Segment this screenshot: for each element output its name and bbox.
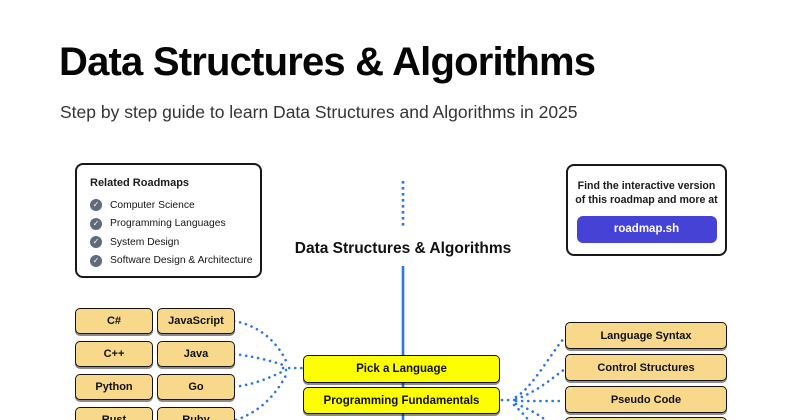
interactive-version-card: Find the interactive version of this roa… xyxy=(566,164,727,256)
roadmap-sh-button[interactable]: roadmap.sh xyxy=(576,216,717,243)
fundamentals-connectors xyxy=(500,335,567,420)
related-roadmap-label: Programming Languages xyxy=(110,218,226,229)
check-circle-icon xyxy=(90,217,102,230)
related-roadmap-label: System Design xyxy=(110,236,180,248)
language-node-cpp[interactable]: C++ xyxy=(75,341,153,367)
topic-node-pseudo-code[interactable]: Pseudo Code xyxy=(565,386,727,413)
related-roadmap-item-software-design-architecture[interactable]: Software Design & Architecture xyxy=(90,254,253,267)
check-circle-icon xyxy=(90,199,102,211)
page-title: Data Structures & Algorithms xyxy=(59,40,596,84)
language-node-rust[interactable]: Rust xyxy=(75,407,153,420)
check-circle-icon xyxy=(90,254,102,267)
interactive-version-text-line1: Find the interactive version xyxy=(577,180,716,192)
language-node-ruby[interactable]: Ruby xyxy=(157,407,235,420)
related-roadmap-item-programming-languages[interactable]: Programming Languages xyxy=(90,217,248,230)
main-node-programming-fundamentals[interactable]: Programming Fundamentals xyxy=(303,387,500,414)
interactive-version-text-line2: of this roadmap and more at xyxy=(575,194,718,206)
related-roadmap-item-system-design[interactable]: System Design xyxy=(90,236,248,248)
check-circle-icon xyxy=(90,236,102,248)
related-roadmap-item-computer-science[interactable]: Computer Science xyxy=(90,199,248,211)
related-roadmaps-card: Related Roadmaps Computer Science Progra… xyxy=(75,163,262,278)
page-subtitle: Step by step guide to learn Data Structu… xyxy=(60,102,578,122)
related-roadmaps-title: Related Roadmaps xyxy=(90,177,190,189)
language-node-java[interactable]: Java xyxy=(157,341,235,367)
language-node-python[interactable]: Python xyxy=(75,374,153,400)
topic-node-language-syntax[interactable]: Language Syntax xyxy=(565,322,727,349)
language-node-go[interactable]: Go xyxy=(157,374,235,400)
language-connectors xyxy=(232,319,304,420)
language-node-javascript[interactable]: JavaScript xyxy=(157,308,235,334)
main-node-pick-a-language[interactable]: Pick a Language xyxy=(303,355,500,383)
language-node-csharp[interactable]: C# xyxy=(75,308,153,334)
topic-node-control-structures[interactable]: Control Structures xyxy=(565,354,727,381)
related-roadmap-label: Software Design & Architecture xyxy=(110,255,253,266)
root-node-label: Data Structures & Algorithms xyxy=(294,240,512,257)
related-roadmap-label: Computer Science xyxy=(110,199,195,211)
